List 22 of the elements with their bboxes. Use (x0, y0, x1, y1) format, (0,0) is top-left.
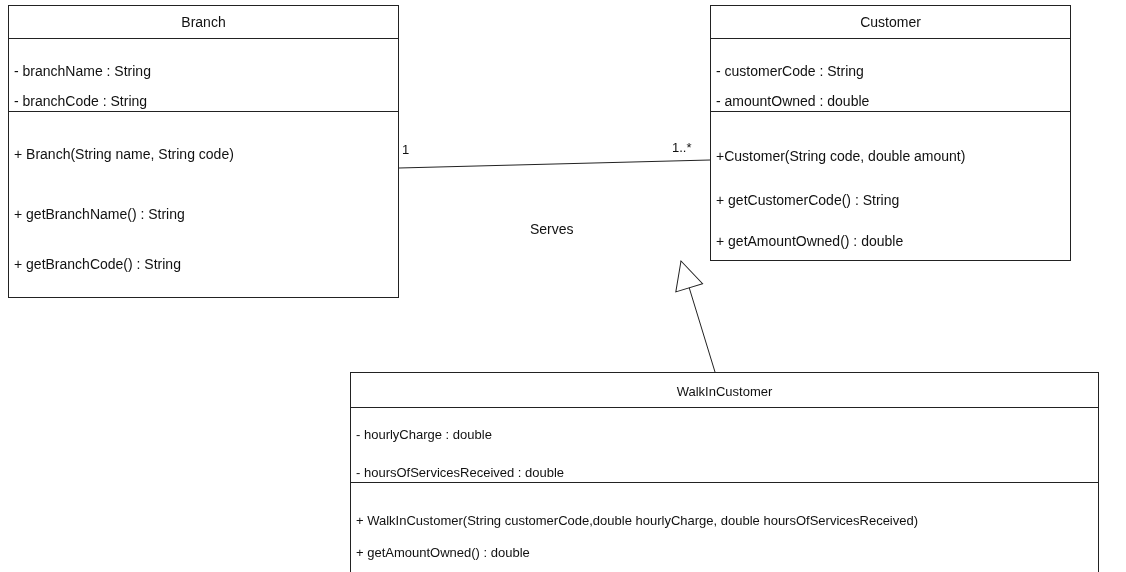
member-text: +Customer(String code, double amount) (716, 147, 966, 165)
class-name: Branch (181, 13, 226, 31)
member-text: + getBranchCode() : String (14, 255, 181, 273)
class-box (710, 5, 1071, 261)
member-text: - hoursOfServicesReceived : double (356, 464, 565, 482)
member-text: + getAmountOwned() : double (716, 232, 904, 250)
member-text: - branchName : String (14, 62, 151, 80)
member-text: + getBranchName() : String (14, 205, 185, 223)
member-text: + WalkInCustomer(String customerCode,double hourlyCharge, double hoursOfServicesReceived) (356, 512, 919, 530)
generalization-arrow (675, 260, 716, 373)
class-box (350, 372, 1099, 572)
class-name: WalkInCustomer (676, 383, 773, 401)
member-text: - amountOwned : double (716, 92, 870, 110)
member-text: - customerCode : String (716, 62, 864, 80)
class-name: Customer (860, 13, 921, 31)
member-text: + getCustomerCode() : String (716, 191, 900, 209)
member-text: + getAmountOwned() : double (356, 544, 530, 562)
member-text: - branchCode : String (14, 92, 148, 110)
association-line (398, 159, 711, 169)
member-text: + Branch(String name, String code) (14, 145, 234, 163)
class-box (8, 5, 399, 298)
member-text: - hourlyCharge : double (356, 426, 492, 444)
